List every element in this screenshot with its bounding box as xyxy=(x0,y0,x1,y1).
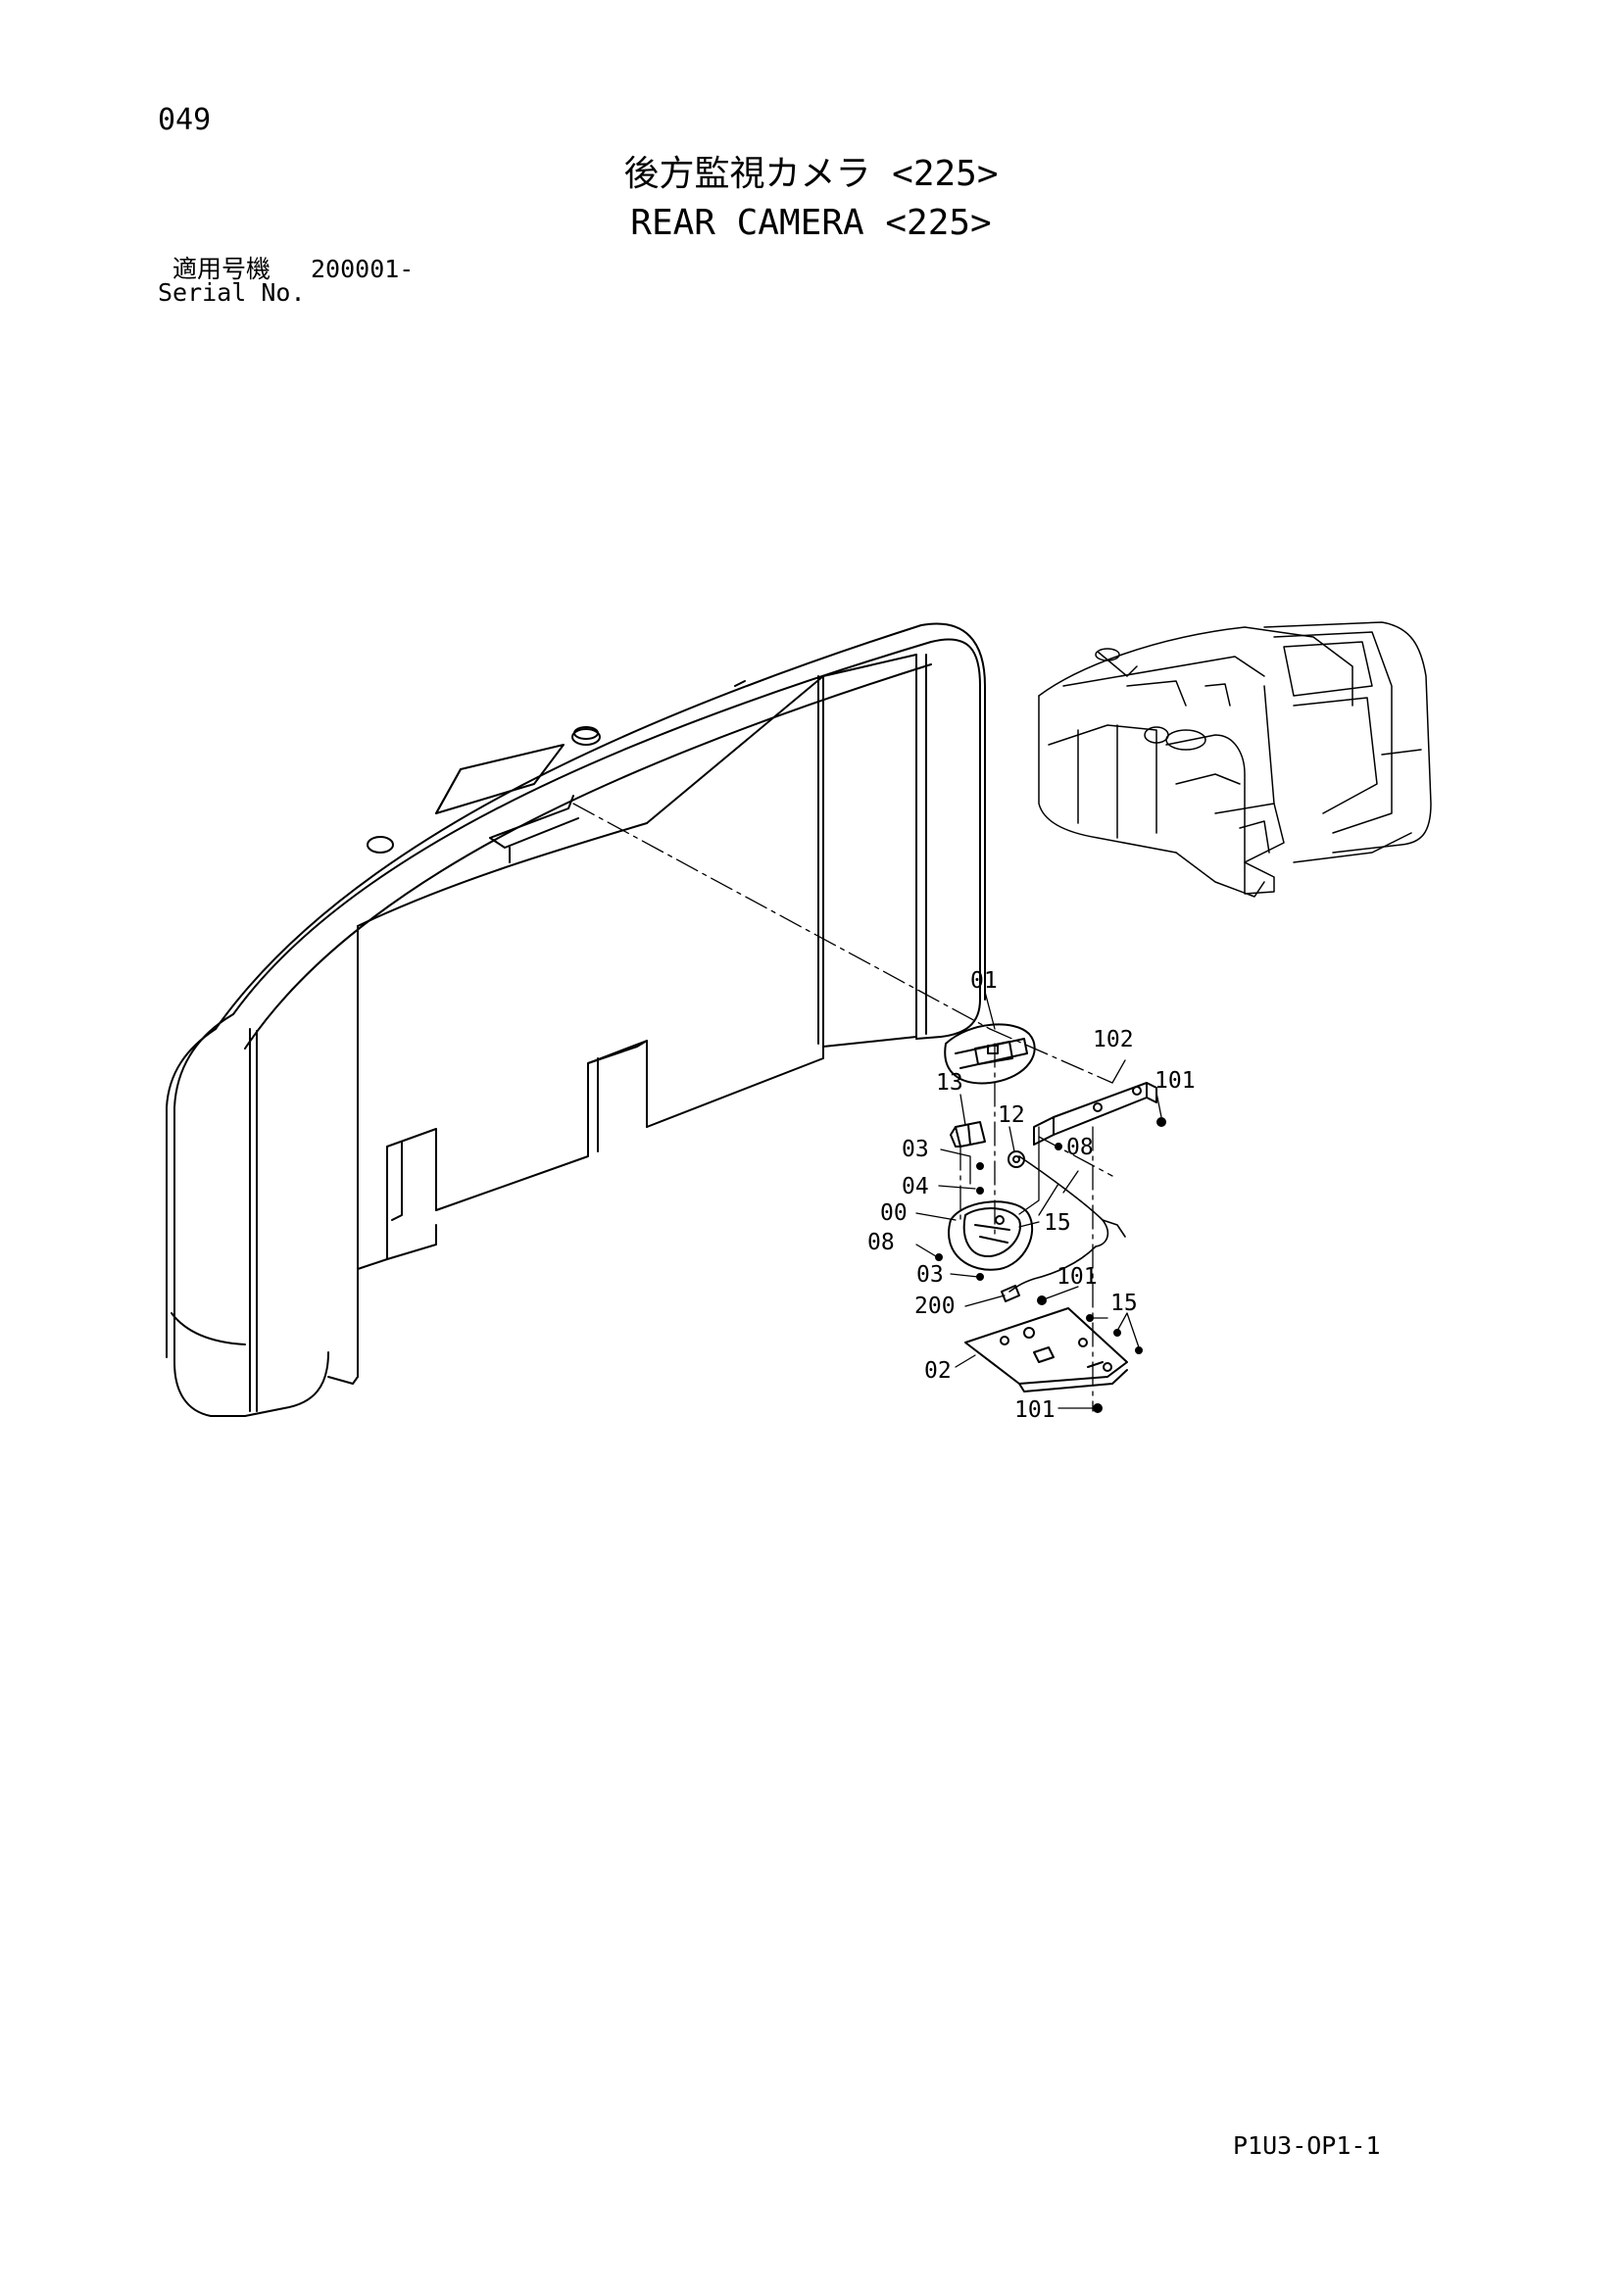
serial-label-japanese: 適用号機 xyxy=(172,255,271,283)
camera-cable xyxy=(1008,1155,1126,1293)
page-number: 049 xyxy=(158,103,212,137)
base-plate xyxy=(964,1307,1128,1392)
callout-03-lower: 03 xyxy=(916,1262,944,1288)
callout-08-lower: 08 xyxy=(867,1230,895,1255)
callout-12: 12 xyxy=(998,1102,1025,1128)
callout-13: 13 xyxy=(936,1070,963,1096)
callout-15-lower: 15 xyxy=(1110,1291,1138,1316)
center-lines xyxy=(572,803,1113,1412)
counterweight xyxy=(166,622,986,1417)
grommet xyxy=(1008,1150,1025,1168)
callout-03-upper: 03 xyxy=(902,1137,929,1162)
callout-101-middle: 101 xyxy=(1057,1264,1098,1290)
serial-label-english: Serial No. xyxy=(158,278,306,307)
document-code: P1U3-OP1-1 xyxy=(1233,2131,1381,2160)
camera-unit xyxy=(950,1121,986,1148)
camera-cover xyxy=(944,1023,1036,1085)
title-japanese: 後方監視カメラ <225> xyxy=(623,154,999,194)
camera-base xyxy=(948,1200,1034,1271)
connector xyxy=(1001,1285,1020,1302)
callout-04: 04 xyxy=(902,1174,929,1199)
serial-range: 200001- xyxy=(311,255,415,283)
callout-08-upper: 08 xyxy=(1066,1135,1094,1160)
title-english: REAR CAMERA <225> xyxy=(630,203,992,243)
callout-15-upper: 15 xyxy=(1044,1210,1071,1236)
excavator-overview xyxy=(1038,621,1432,898)
callout-labels: 01 102 101 13 12 08 03 04 00 15 08 03 10… xyxy=(867,968,1196,1423)
callout-01: 01 xyxy=(970,968,998,994)
bracket xyxy=(1033,1082,1157,1146)
hardware-parts xyxy=(935,1117,1166,1413)
callout-00: 00 xyxy=(880,1200,908,1226)
callout-101-top: 101 xyxy=(1155,1068,1196,1094)
callout-02: 02 xyxy=(924,1358,952,1384)
callout-102: 102 xyxy=(1093,1027,1134,1052)
callout-200: 200 xyxy=(914,1294,956,1319)
callout-101-bottom: 101 xyxy=(1014,1397,1056,1423)
leader-lines xyxy=(915,991,1162,1409)
